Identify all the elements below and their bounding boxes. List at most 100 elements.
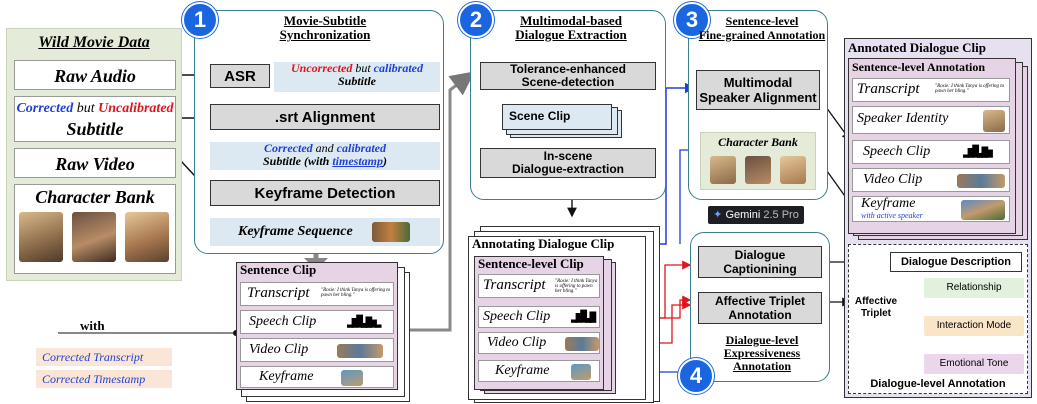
- subtitle-box: Corrected but Uncalibrated Subtitle: [14, 96, 176, 142]
- adc-transcript-quote: "Rosie: I think Tanya is offering to paw…: [935, 84, 1005, 94]
- step1-title-line1: Movie-Subtitle: [283, 13, 367, 28]
- ann-speech-row: Speech Clip ▂▆█▃▇: [478, 306, 600, 328]
- dialogue-captioning-box: Dialogue Captionining: [698, 246, 822, 278]
- uncorrected-label: Uncorrected: [291, 61, 353, 75]
- step4-number: 4: [678, 358, 714, 394]
- raw-audio-box: Raw Audio: [14, 60, 176, 90]
- sentence-clip-title: Sentence Clip: [240, 262, 317, 277]
- raw-video-label: Raw Video: [55, 154, 135, 174]
- sc-transcript-label: Transcript: [247, 285, 310, 301]
- sc-keyframe-row: Keyframe: [240, 366, 394, 388]
- asr-box: ASR: [210, 64, 270, 88]
- inscene-line2: Dialogue-extraction: [511, 162, 625, 176]
- adc-keyframe-label: Keyframe: [861, 196, 916, 211]
- asr-subtitle-label: Subtitle: [337, 74, 376, 88]
- affective-triplet-label: Affective Triplet: [850, 296, 902, 320]
- annotated-title: Annotated Dialogue Clip: [848, 40, 986, 55]
- dialogue-level-title: Dialogue-level Annotation: [870, 378, 1006, 390]
- corrected2-label: Corrected: [264, 141, 313, 155]
- affective-triplet-line1: Affective: [854, 296, 898, 307]
- step3-number: 3: [674, 2, 710, 38]
- ann-transcript-row: Transcript "Rosie: I think Tanya is offe…: [478, 274, 600, 298]
- step3-title: Sentence-level Fine-grained Annotation: [696, 14, 828, 42]
- msa-line2: Speaker Alignment: [699, 90, 817, 105]
- waveform-icon: ▂▆█▃▇▅▂: [347, 315, 381, 328]
- calibrated2-label: calibrated: [336, 141, 386, 155]
- msa-box: Multimodal Speaker Alignment: [696, 70, 820, 110]
- gemini-sparkle-icon: ✦: [713, 209, 723, 221]
- close-paren: ): [383, 154, 388, 168]
- but-label: but: [73, 101, 99, 116]
- expressiveness-title: Dialogue-level Expressiveness Annotation: [700, 334, 824, 373]
- uncalibrated-label: Uncalibrated: [98, 101, 174, 116]
- ann-keyframe-row: Keyframe: [478, 360, 600, 382]
- asr-output: Uncorrected but calibrated Subtitle: [274, 62, 440, 92]
- sc-keyframe-label: Keyframe: [259, 369, 314, 384]
- affective-line2: Annotation: [728, 308, 792, 322]
- step3-title-line2: Fine-grained Annotation: [698, 28, 826, 42]
- sc-speech-row: Speech Clip ▂▆█▃▇▅▂: [240, 310, 394, 334]
- annotating-title: Annotating Dialogue Clip: [472, 236, 615, 251]
- with-label: with: [80, 318, 105, 333]
- captioning-line1: Dialogue: [734, 248, 786, 262]
- msa-line1: Multimodal: [723, 75, 793, 90]
- srt-label: .srt Alignment: [274, 108, 376, 126]
- character-bank-label: Character Bank: [35, 187, 155, 207]
- corrected-timestamp-tag: Corrected Timestamp: [36, 370, 172, 388]
- tolerance-line2: Scene-detection: [521, 75, 615, 89]
- dialogue-description-label: Dialogue Description: [900, 256, 1012, 268]
- speaker-face-thumb: [983, 110, 1005, 132]
- srt-alignment-box: .srt Alignment: [210, 104, 440, 130]
- sc-transcript-row: Transcript "Rosie: I think Tanya is offe…: [240, 282, 394, 306]
- inscene-box: In-scene Dialogue-extraction: [480, 148, 656, 178]
- keyframe-sequence-label: Keyframe Sequence: [238, 224, 353, 239]
- raw-video-box: Raw Video: [14, 148, 176, 178]
- adc-speaker-row: Speaker Identity: [852, 106, 1010, 134]
- step1-panel: [194, 10, 444, 254]
- keyframe-detection-box: Keyframe Detection: [210, 180, 440, 206]
- ann-video-thumb: [565, 337, 599, 351]
- adc-speaker-label: Speaker Identity: [857, 111, 949, 126]
- adc-video-row: Video Clip: [852, 168, 1010, 192]
- asr-label: ASR: [224, 67, 256, 85]
- step3-title-line1: Sentence-level: [725, 14, 799, 28]
- step1-title: Movie-Subtitle Synchronization: [250, 14, 400, 42]
- timestamp-label: timestamp: [332, 154, 384, 168]
- srt-output: Corrected and calibrated Subtitle (with …: [210, 142, 440, 170]
- gemini-label: Gemini: [725, 209, 761, 221]
- expr-line2: Expressiveness: [723, 346, 801, 360]
- step2-title-line2: Dialogue Extraction: [515, 27, 627, 42]
- sc-video-row: Video Clip: [240, 338, 394, 362]
- inscene-line1: In-scene: [543, 149, 593, 163]
- keyframe-thumb: [341, 370, 363, 386]
- sc-video-label: Video Clip: [249, 342, 309, 357]
- affective-triplet-line2: Triplet: [860, 308, 891, 319]
- ann-keyframe-label: Keyframe: [495, 363, 550, 378]
- step2-title-line1: Multimodal-based: [520, 13, 622, 28]
- captioning-line2: Captionining: [723, 262, 797, 276]
- ann-video-label: Video Clip: [487, 335, 547, 350]
- relationship-label: Relationship: [946, 282, 1002, 293]
- sla-title: Sentence-level Annotation: [852, 60, 985, 74]
- gemini-badge: ✦ Gemini 2.5 Pro: [708, 206, 804, 224]
- sc-speech-label: Speech Clip: [249, 314, 317, 329]
- scene-clip-label: Scene Clip: [509, 109, 571, 123]
- gemini-version: 2.5 Pro: [763, 209, 799, 221]
- scene-clip-card: Scene Clip: [502, 104, 612, 130]
- adc-keyframe-row: Keyframe with active speaker: [852, 196, 1010, 222]
- interaction-mode-label: Interaction Mode: [936, 320, 1012, 331]
- adc-video-label: Video Clip: [863, 172, 923, 187]
- and-label: and: [312, 141, 337, 155]
- adc-transcript-label: Transcript: [857, 81, 920, 97]
- raw-audio-label: Raw Audio: [54, 66, 136, 86]
- adc-keyframe-thumb: [961, 200, 1005, 220]
- adc-waveform-icon: ▂▆█▃▇▅: [963, 145, 993, 158]
- adc-transcript-row: Transcript "Rosie: I think Tanya is offe…: [852, 78, 1010, 102]
- character-face-3: [125, 212, 169, 262]
- corrected-label: Corrected: [16, 101, 74, 116]
- adc-speech-label: Speech Clip: [863, 144, 931, 159]
- ann-transcript-label: Transcript: [483, 277, 546, 293]
- bank-face-2: [745, 156, 771, 184]
- bank-face-3: [780, 156, 806, 184]
- sc-transcript-quote: "Rosie: I think Tanya is offering to paw…: [321, 288, 391, 298]
